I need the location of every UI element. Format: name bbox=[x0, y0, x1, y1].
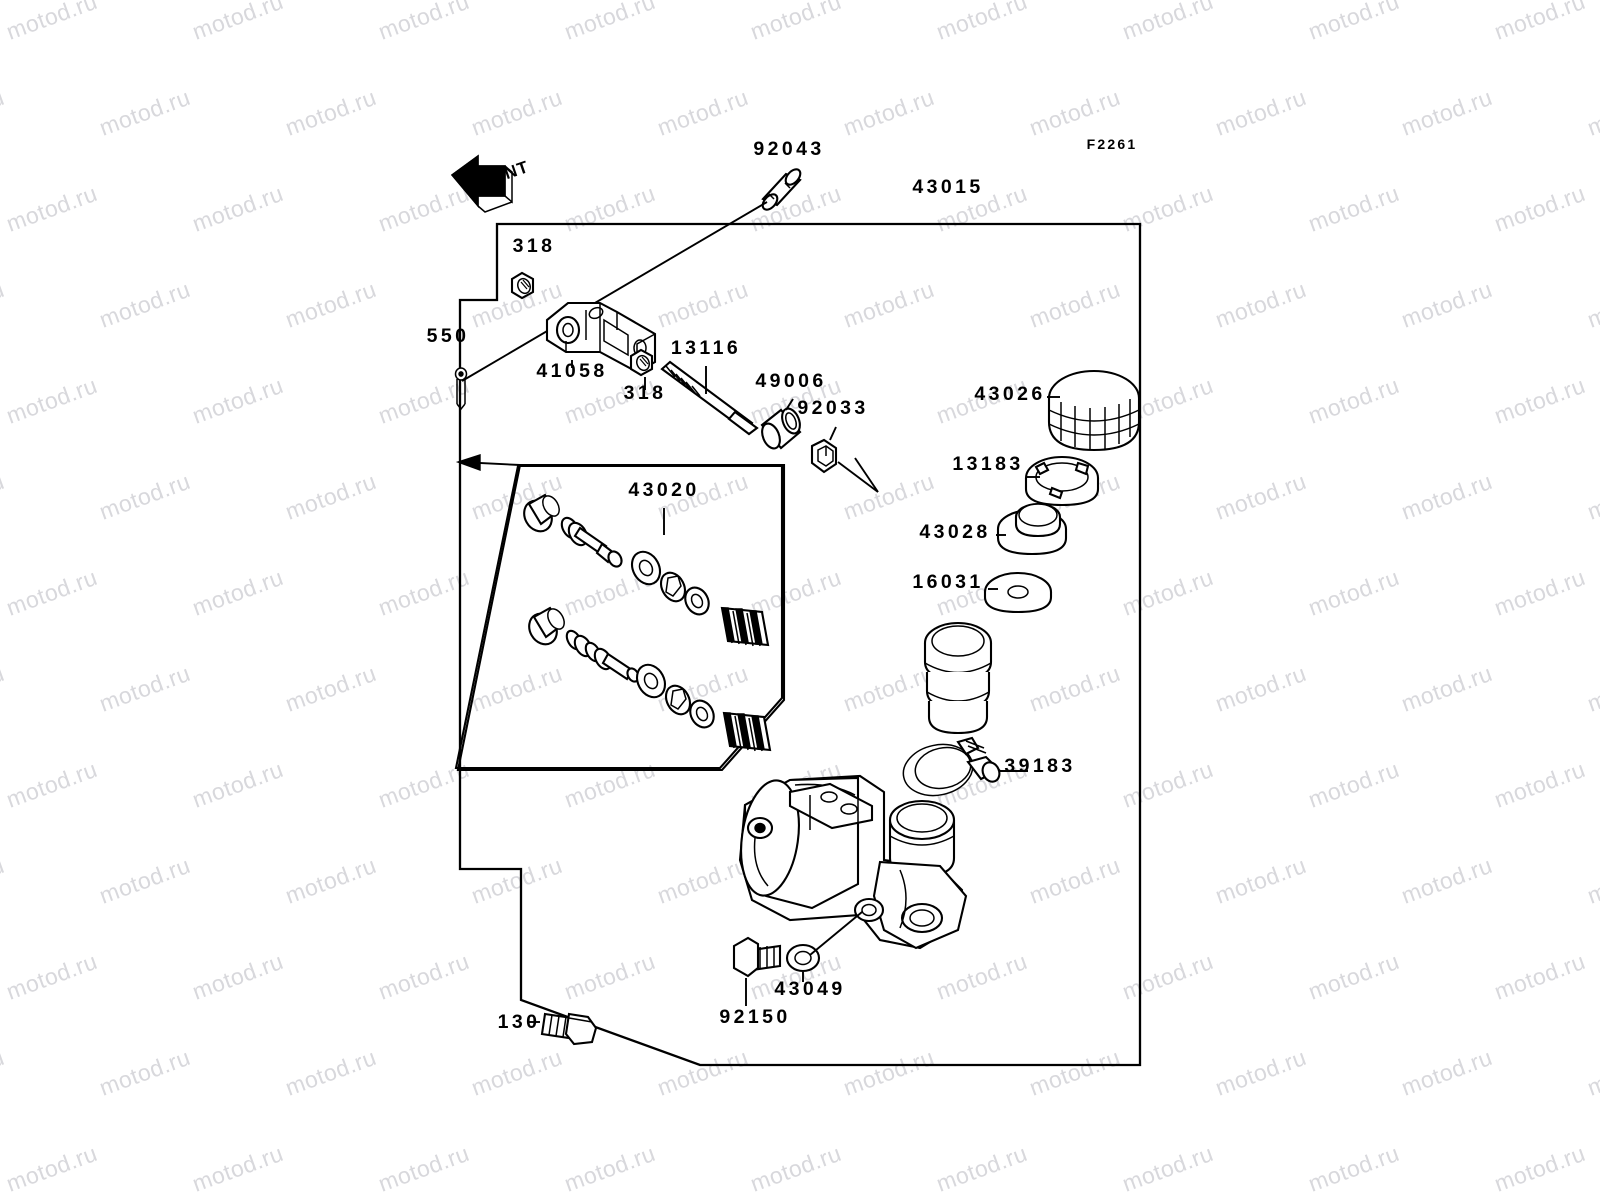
part-49006-boot bbox=[760, 398, 802, 450]
assembly-frame bbox=[458, 222, 1142, 1067]
master-cylinder-body bbox=[738, 774, 968, 950]
part-number-labels: F2261 92043 43015 318 550 41058 318 13116 49006 9… bbox=[427, 136, 1138, 1033]
kit-row-1 bbox=[523, 493, 770, 647]
part-13183-retainer-ring bbox=[1024, 455, 1100, 507]
part-number-43028: 43028 bbox=[919, 521, 990, 543]
part-318-nut-upper bbox=[510, 271, 535, 300]
part-number-41058: 41058 bbox=[536, 360, 607, 382]
part-43020-repair-kit bbox=[454, 454, 786, 772]
part-number-92150: 92150 bbox=[719, 1006, 790, 1028]
part-550-cotter-pin bbox=[454, 352, 468, 411]
kit-spring-1 bbox=[720, 606, 770, 647]
part-13116-push-rod bbox=[660, 360, 759, 436]
part-bellows-hose bbox=[923, 621, 993, 735]
part-number-43020: 43020 bbox=[628, 479, 699, 501]
part-92150-bolt bbox=[732, 936, 782, 1006]
part-number-13183: 13183 bbox=[952, 453, 1023, 475]
part-number-318a: 318 bbox=[513, 235, 556, 257]
part-318-nut-lower bbox=[629, 348, 654, 390]
kit-row-2 bbox=[528, 606, 772, 752]
part-43028-diaphragm bbox=[996, 502, 1068, 556]
part-39183-hose-clamp bbox=[902, 736, 1028, 797]
part-number-49006: 49006 bbox=[755, 370, 826, 392]
kit-spring-2 bbox=[722, 711, 772, 752]
part-92043-pin bbox=[461, 168, 802, 382]
part-number-92033: 92033 bbox=[797, 397, 868, 419]
front-arrow-icon: FRONT bbox=[450, 154, 531, 213]
part-130-bolt bbox=[528, 1012, 598, 1046]
part-number-318b: 318 bbox=[624, 382, 667, 404]
part-92033-circlip bbox=[810, 426, 879, 493]
part-43049-washer bbox=[785, 911, 863, 982]
part-43026-reservoir-cap bbox=[1047, 369, 1141, 452]
part-number-43049: 43049 bbox=[774, 978, 845, 1000]
part-number-39183: 39183 bbox=[1004, 755, 1075, 777]
part-number-f2261: F2261 bbox=[1087, 136, 1138, 152]
part-number-130: 130 bbox=[498, 1011, 541, 1033]
part-41058-clevis bbox=[545, 301, 657, 374]
part-number-13116: 13116 bbox=[671, 337, 741, 359]
part-number-43015: 43015 bbox=[912, 176, 983, 198]
part-number-92043: 92043 bbox=[753, 138, 824, 160]
part-number-550: 550 bbox=[427, 325, 470, 347]
part-number-43026: 43026 bbox=[974, 383, 1045, 405]
part-16031-plate bbox=[983, 571, 1053, 614]
part-number-16031: 16031 bbox=[912, 571, 983, 593]
